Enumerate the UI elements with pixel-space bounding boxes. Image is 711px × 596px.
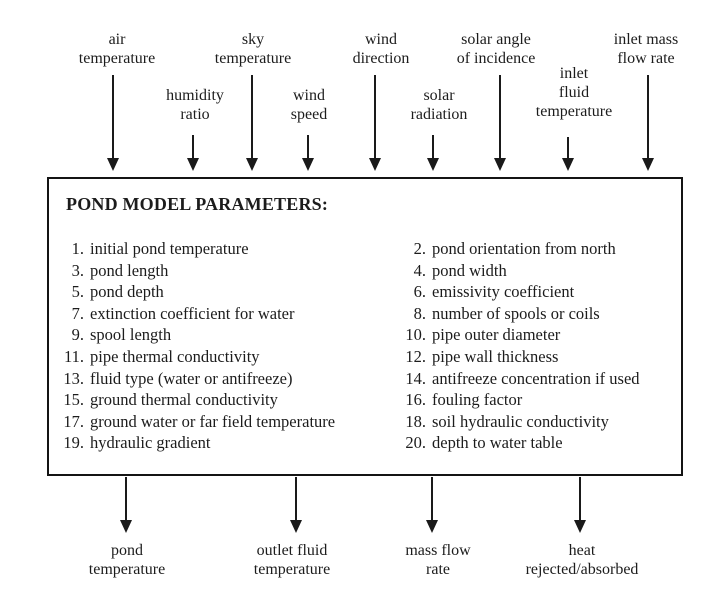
param-text: extinction coefficient for water (90, 303, 295, 323)
param-number: 10. (405, 325, 426, 345)
param-number: 2. (413, 239, 426, 258)
output-label-outlet-fluid-temperature: outlet fluid temperature (253, 542, 331, 578)
param-text: pond depth (90, 282, 164, 302)
parameter-item-6: 6. emissivity coefficient (398, 281, 640, 303)
param-number: 6. (413, 282, 426, 302)
parameter-item-2: 2. pond orientation from north (398, 238, 640, 260)
input-arrow-wind-direction (369, 75, 381, 171)
parameters-left-column: 1. initial pond temperature 3. pond length… (56, 238, 335, 454)
parameter-item-11: 11. pipe thermal conductivity (56, 346, 335, 368)
param-number: 5. (71, 282, 84, 302)
param-text: hydraulic gradient (90, 433, 211, 453)
param-text: pond width (432, 260, 507, 280)
param-number: 11. (63, 346, 84, 366)
parameter-item-20: 20. depth to water table (398, 432, 640, 454)
param-number: 18. (405, 411, 426, 431)
parameter-item-12: 12. pipe wall thickness (398, 346, 640, 368)
parameter-item-13: 13. fluid type (water or antifreeze) (56, 368, 335, 390)
param-number: 4. (413, 260, 426, 280)
param-text: ground water or far field temperature (90, 411, 336, 431)
parameter-item-4: 4. pond width (398, 260, 640, 282)
output-arrow-mass-flow-rate (426, 477, 438, 533)
parameter-item-8: 8. number of spools or coils (398, 303, 640, 325)
param-number: 20. (405, 433, 426, 453)
parameters-right-column: 2. pond orientation from north 4. pond wid… (398, 238, 640, 454)
output-arrow-heat-rejected-absorbed (574, 477, 586, 533)
param-text: pipe outer diameter (432, 325, 561, 345)
param-text: pond length (90, 260, 169, 280)
input-arrow-inlet-fluid-temperature (562, 137, 574, 171)
parameter-item-9: 9. spool length (56, 324, 335, 346)
input-arrow-humidity-ratio (187, 135, 199, 171)
parameter-item-19: 19. hydraulic gradient (56, 432, 335, 454)
param-text: pond orientation from north (432, 239, 616, 258)
param-text: ground thermal conductivity (90, 390, 278, 410)
parameter-item-5: 5. pond depth (56, 281, 335, 303)
pond-model-parameters-box: POND MODEL PARAMETERS: 1. initial pond te… (47, 177, 683, 476)
input-arrow-inlet-mass-flow-rate (642, 75, 654, 171)
param-text: soil hydraulic conductivity (432, 411, 609, 431)
param-number: 3. (71, 260, 84, 280)
param-number: 12. (405, 346, 426, 366)
param-text: emissivity coefficient (432, 282, 575, 302)
param-number: 1. (71, 239, 84, 258)
param-text: antifreeze concentration if used (432, 368, 640, 388)
output-label-pond-temperature: pond temperature (88, 542, 166, 578)
parameter-item-3: 3. pond length (56, 260, 335, 282)
output-label-mass-flow-rate: mass flow rate (405, 542, 471, 578)
param-text: number of spools or coils (432, 303, 600, 323)
input-label-wind-speed: wind speed (290, 87, 328, 123)
param-number: 17. (63, 411, 84, 431)
parameter-item-14: 14. antifreeze concentration if used (398, 368, 640, 390)
output-label-heat-rejected-absorbed: heat rejected/absorbed (525, 542, 639, 578)
parameter-item-18: 18. soil hydraulic conductivity (398, 411, 640, 433)
box-title: POND MODEL PARAMETERS: (66, 194, 329, 214)
input-arrow-solar-angle-of-incidence (494, 75, 506, 171)
input-arrow-solar-radiation (427, 135, 439, 171)
parameter-item-17: 17. ground water or far field temperature (56, 411, 335, 433)
parameter-item-15: 15. ground thermal conductivity (56, 389, 335, 411)
input-label-inlet-mass-flow-rate: inlet mass flow rate (613, 31, 679, 67)
output-arrow-outlet-fluid-temperature (290, 477, 302, 533)
param-number: 15. (63, 390, 84, 410)
param-text: pipe wall thickness (432, 346, 559, 366)
input-label-humidity-ratio: humidity ratio (166, 87, 224, 123)
input-label-sky-temperature: sky temperature (214, 31, 292, 67)
param-number: 19. (63, 433, 84, 453)
input-label-inlet-fluid-temperature: inlet fluid temperature (535, 65, 613, 120)
input-arrow-air-temperature (107, 75, 119, 171)
param-text: depth to water table (432, 433, 563, 453)
input-label-solar-angle-of-incidence: solar angle of incidence (456, 31, 536, 67)
parameter-item-7: 7. extinction coefficient for water (56, 303, 335, 325)
param-number: 9. (71, 325, 84, 345)
input-arrow-wind-speed (302, 135, 314, 171)
input-label-solar-radiation: solar radiation (410, 87, 468, 123)
param-text: fouling factor (432, 390, 523, 410)
param-number: 13. (63, 368, 84, 388)
param-number: 14. (405, 368, 426, 388)
param-text: spool length (90, 325, 172, 345)
input-label-air-temperature: air temperature (78, 31, 156, 67)
output-arrow-pond-temperature (120, 477, 132, 533)
parameter-item-16: 16. fouling factor (398, 389, 640, 411)
parameter-item-10: 10. pipe outer diameter (398, 324, 640, 346)
param-number: 8. (413, 303, 426, 323)
input-label-wind-direction: wind direction (352, 31, 410, 67)
param-number: 7. (71, 303, 84, 323)
input-arrow-sky-temperature (246, 75, 258, 171)
param-number: 16. (405, 390, 426, 410)
param-text: pipe thermal conductivity (90, 346, 260, 366)
param-text: fluid type (water or antifreeze) (90, 368, 293, 388)
parameter-item-1: 1. initial pond temperature (56, 238, 335, 260)
param-text: initial pond temperature (90, 239, 249, 258)
